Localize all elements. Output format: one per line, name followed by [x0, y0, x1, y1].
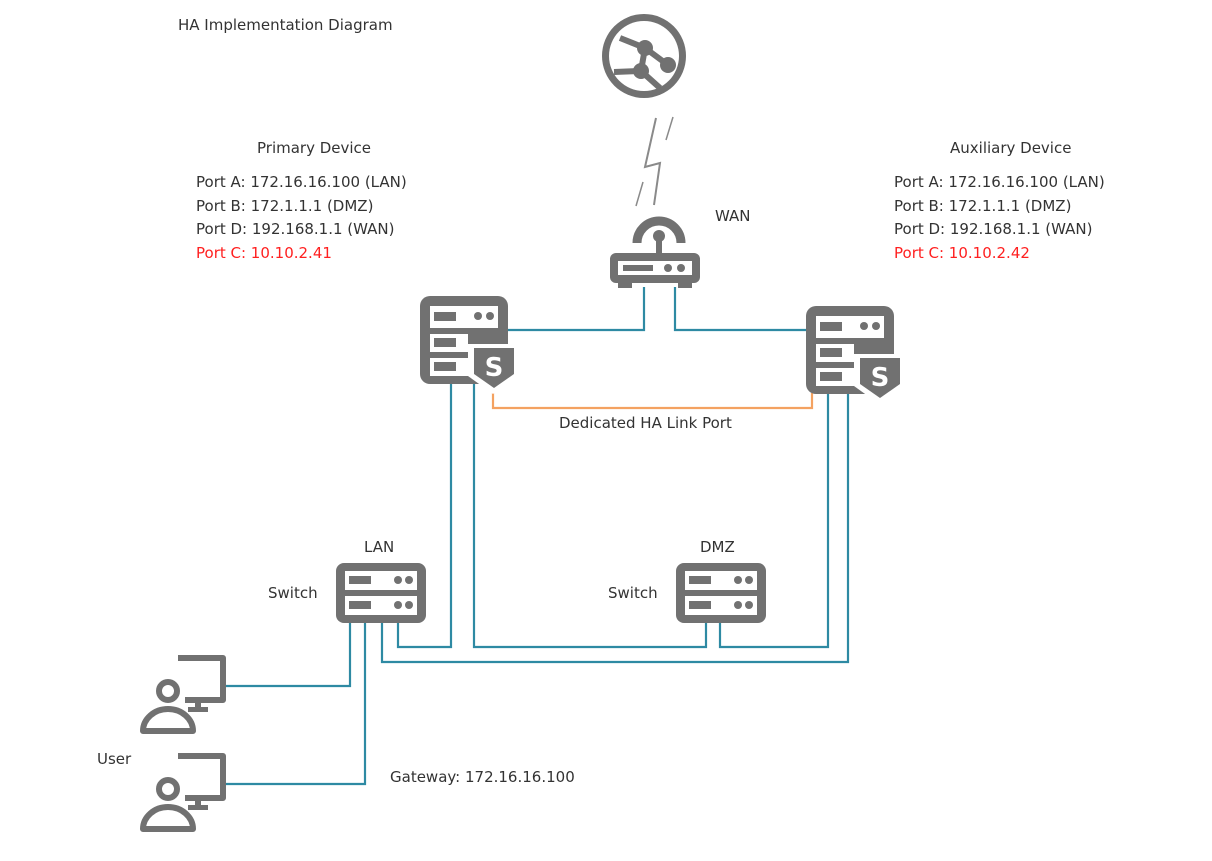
wireless-link-icon [635, 116, 674, 207]
primary-port-b: Port B: 172.1.1.1 (DMZ) [196, 196, 374, 215]
wan-label: WAN [715, 207, 751, 225]
lan-label: LAN [364, 538, 395, 556]
ha-link [491, 393, 814, 410]
primary-firewall-icon: S [420, 296, 518, 394]
wire-router-primary [508, 287, 646, 332]
primary-port-a: Port A: 172.16.16.100 (LAN) [196, 173, 407, 191]
wire-auxiliary-lan [380, 393, 850, 664]
svg-text:S: S [871, 363, 890, 393]
primary-port-list: Port A: 172.16.16.100 (LAN) Port B: 172.… [196, 171, 407, 265]
lan-switch-icon [336, 563, 426, 623]
auxiliary-port-c: Port C: 10.10.2.42 [894, 243, 1030, 262]
dmz-switch-icon [676, 563, 766, 623]
primary-device-heading: Primary Device [257, 139, 372, 157]
wire-auxiliary-dmz [718, 393, 830, 649]
primary-port-c: Port C: 10.10.2.41 [196, 243, 332, 262]
wire-lan-user1 [225, 620, 352, 688]
user-label: User [97, 750, 132, 768]
auxiliary-port-a: Port A: 172.16.16.100 (LAN) [894, 173, 1105, 191]
internet-globe-icon [602, 14, 686, 98]
wire-router-auxiliary [673, 287, 808, 332]
diagram-title: HA Implementation Diagram [178, 16, 393, 34]
user-workstation-icon-1 [140, 655, 226, 734]
wire-primary-dmz [472, 383, 708, 649]
auxiliary-port-list: Port A: 172.16.16.100 (LAN) Port B: 172.… [894, 171, 1105, 265]
auxiliary-port-d: Port D: 192.168.1.1 (WAN) [894, 220, 1093, 238]
svg-text:S: S [485, 353, 504, 383]
wan-router-icon [610, 216, 700, 288]
wires [225, 287, 850, 786]
dmz-label: DMZ [700, 538, 735, 556]
gateway-label: Gateway: 172.16.16.100 [390, 768, 575, 786]
user-workstation-icon-2 [140, 753, 226, 832]
lan-switch-label: Switch [268, 584, 318, 602]
auxiliary-port-b: Port B: 172.1.1.1 (DMZ) [894, 196, 1072, 215]
ha-link-label: Dedicated HA Link Port [559, 414, 732, 432]
primary-port-d: Port D: 192.168.1.1 (WAN) [196, 220, 395, 238]
wire-primary-lan [396, 383, 453, 649]
auxiliary-firewall-icon: S [806, 306, 904, 404]
auxiliary-device-heading: Auxiliary Device [950, 139, 1072, 157]
dmz-switch-label: Switch [608, 584, 658, 602]
wire-lan-user2 [225, 620, 367, 786]
